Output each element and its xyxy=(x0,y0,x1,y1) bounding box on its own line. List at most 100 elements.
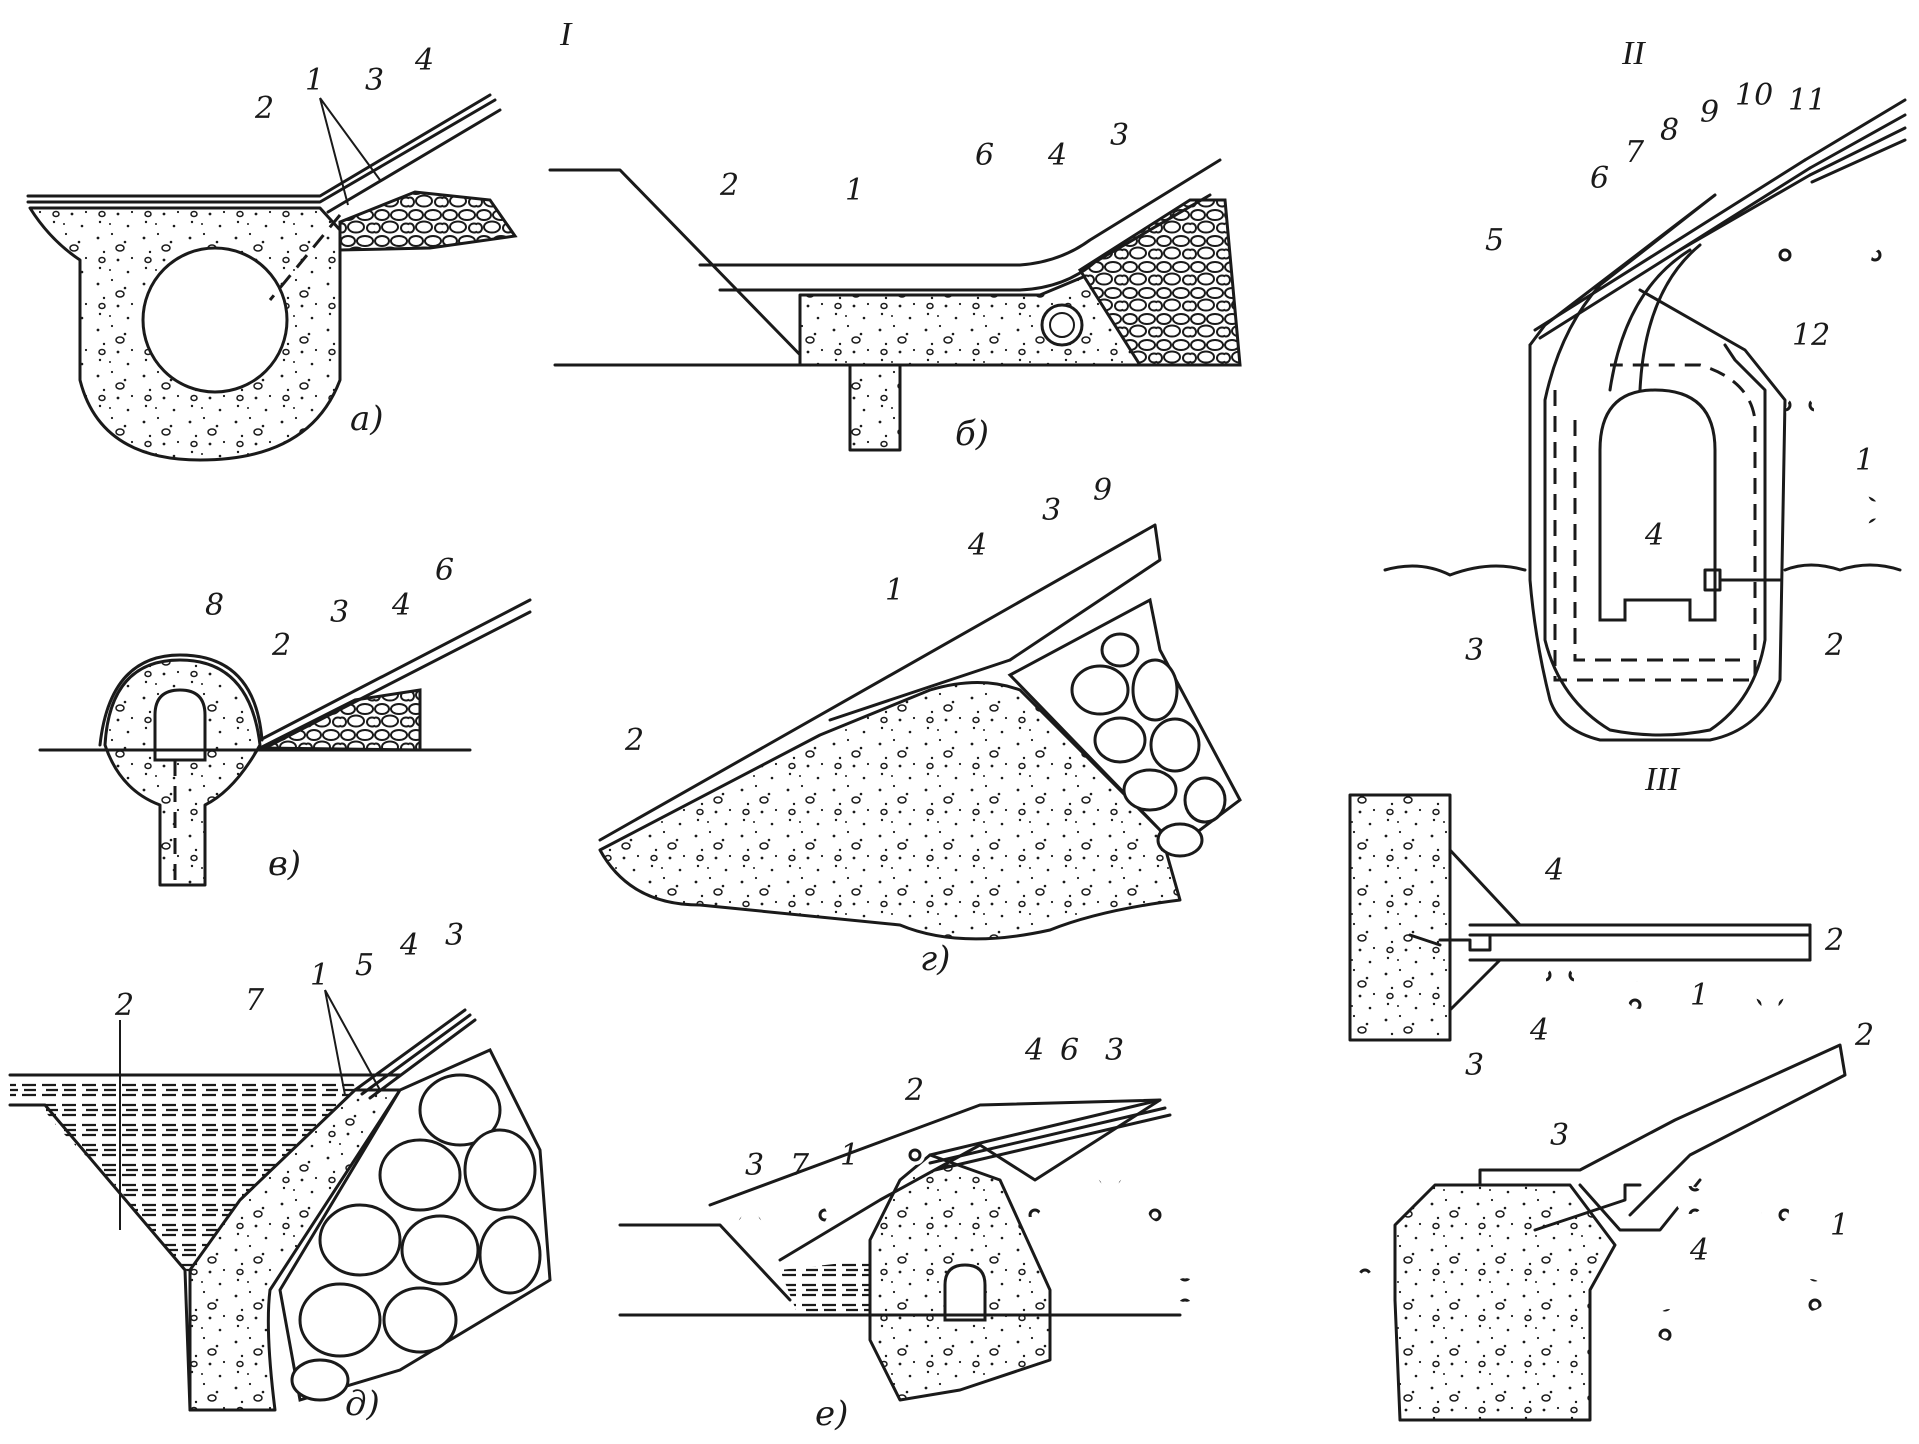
figure-g-lining-underside xyxy=(828,658,1012,722)
figure-v-slope-top xyxy=(258,598,532,742)
figure-b-cut-slope xyxy=(548,168,812,367)
figure-II-gravel xyxy=(1776,241,1899,524)
figure-II: 5 6 7 8 9 10 11 12 1 2 4 3 xyxy=(1383,78,1907,742)
figure-v-slope-bottom xyxy=(263,610,532,750)
figure-III-b-label-3: 3 xyxy=(1550,1118,1569,1153)
figure-III-b-label-2: 2 xyxy=(1854,1018,1874,1053)
figure-v-label-3: 3 xyxy=(330,595,349,630)
figure-e-cut-slope xyxy=(618,1223,792,1302)
figure-III-label-2: 2 xyxy=(1824,923,1844,958)
figure-e-lining-top xyxy=(928,1098,1162,1157)
figure-d-lining-3 xyxy=(368,1018,477,1100)
figure-d-label-5: 5 xyxy=(355,948,374,983)
figure-a-slope-layer xyxy=(26,98,497,204)
section-II-title: II xyxy=(1621,35,1646,72)
figure-II-ground-right xyxy=(1783,563,1902,572)
figure-v-arch-lining xyxy=(98,653,264,747)
figure-g-lining xyxy=(598,523,1162,842)
figure-e-dike xyxy=(708,1098,1162,1262)
figure-II-reinforcement-outer xyxy=(1553,363,1757,682)
figure-III-gravel-a xyxy=(1546,966,1784,1009)
figure-III-joint-b: 3 2 1 4 xyxy=(1356,1018,1874,1422)
figure-II-lining-2 xyxy=(1538,166,1812,340)
figure-d: 2 7 1 5 4 3 д) xyxy=(8,918,552,1424)
section-III-title: III xyxy=(1644,761,1681,798)
figure-g-label-2: 2 xyxy=(624,723,644,758)
figure-e-lining-bottom xyxy=(933,1113,1172,1172)
section-I-title: I xyxy=(559,16,573,53)
figure-g-label-3: 3 xyxy=(1042,493,1061,528)
figure-III-b-gravel xyxy=(1654,1186,1826,1341)
figure-e-label-7: 7 xyxy=(790,1148,810,1183)
figure-d-lining-2 xyxy=(360,1013,472,1096)
figure-a: 2 1 3 4 а) xyxy=(26,43,518,462)
figure-g-label-1: 1 xyxy=(885,573,904,608)
figure-III-joint-fill xyxy=(1448,848,1812,1012)
figure-a-slope-lining xyxy=(26,93,492,198)
figure-III-waterstop xyxy=(1438,933,1492,952)
figure-v-gallery xyxy=(153,688,207,762)
figure-e-label-6: 6 xyxy=(1060,1033,1079,1068)
figure-a-drain xyxy=(268,214,342,301)
figure-d-caption: д) xyxy=(345,1384,380,1424)
figure-II-label-10: 10 xyxy=(1735,78,1773,113)
figure-a-label-4: 4 xyxy=(414,43,434,78)
figure-III-label-4-top: 4 xyxy=(1544,853,1564,888)
figure-v: 8 2 3 4 6 в) xyxy=(38,553,532,887)
figure-III-anchor xyxy=(1408,933,1442,947)
figure-III-label-1: 1 xyxy=(1690,978,1709,1013)
figure-II-label-2: 2 xyxy=(1824,628,1844,663)
figure-b-stone-fill xyxy=(1077,198,1242,367)
figure-II-label-3: 3 xyxy=(1465,633,1484,668)
figure-d-label-2: 2 xyxy=(114,988,134,1023)
figure-a-stone-fill xyxy=(338,190,518,252)
figure-v-concrete-body xyxy=(103,658,262,887)
figure-a-label-3: 3 xyxy=(365,63,384,98)
figure-II-lining-1 xyxy=(1533,158,1807,332)
figure-d-leaders xyxy=(119,989,381,1230)
figure-d-label-1: 1 xyxy=(310,958,329,993)
figure-III-label-4-bottom: 4 xyxy=(1529,1013,1549,1048)
figure-b-label-6: 6 xyxy=(975,138,994,173)
figure-b-lining-bottom xyxy=(718,193,1212,292)
figure-III-b-label-1: 1 xyxy=(1830,1208,1849,1243)
figure-II-reinforcement-inner xyxy=(1573,420,1740,662)
figure-II-label-12: 12 xyxy=(1792,318,1830,353)
figure-III-slab xyxy=(1468,923,1812,962)
figure-g-stones xyxy=(1070,632,1227,858)
figure-a-label-2: 2 xyxy=(254,91,274,126)
figure-e-label-1: 1 xyxy=(840,1138,859,1173)
figure-II-label-6: 6 xyxy=(1590,161,1609,196)
figure-II-label-1: 1 xyxy=(1855,443,1874,478)
figure-v-label-4: 4 xyxy=(391,588,411,623)
figure-II-label-11: 11 xyxy=(1788,83,1826,118)
figure-b-label-2: 2 xyxy=(719,168,739,203)
figure-II-ground-left xyxy=(1383,564,1527,577)
figure-d-label-7: 7 xyxy=(245,983,265,1018)
figure-v-label-2: 2 xyxy=(271,628,291,663)
figure-b-lining-top xyxy=(698,158,1222,267)
figure-e-lining-mid xyxy=(928,1106,1167,1165)
figure-d-label-4: 4 xyxy=(399,928,419,963)
figure-III-b-label-4: 4 xyxy=(1689,1233,1709,1268)
figure-II-label-7: 7 xyxy=(1625,135,1645,170)
figure-II-label-9: 9 xyxy=(1700,95,1719,130)
figure-d-trench-bottom xyxy=(8,1103,192,1412)
figure-e-clay xyxy=(780,1260,870,1320)
figure-III-joint-a: 4 2 1 4 3 xyxy=(1348,793,1844,1083)
figure-g: 1 4 3 9 2 г) xyxy=(598,473,1242,979)
figure-d-label-3: 3 xyxy=(445,918,464,953)
figure-e: 3 7 1 2 4 6 3 е) xyxy=(618,1033,1197,1434)
figure-e-label-3-right: 3 xyxy=(1105,1033,1124,1068)
figure-II-lining-3 xyxy=(1678,173,1812,252)
figure-v-caption: в) xyxy=(268,844,301,884)
figure-II-label-4: 4 xyxy=(1644,518,1664,553)
figure-III-b-marker xyxy=(1356,1256,1374,1274)
figure-e-label-3-left: 3 xyxy=(745,1148,764,1183)
figure-e-caption: е) xyxy=(815,1394,848,1434)
figure-III-wall xyxy=(1348,793,1452,1042)
figure-b: 2 1 6 4 3 б) xyxy=(548,118,1242,454)
figure-II-label-5: 5 xyxy=(1485,223,1504,258)
